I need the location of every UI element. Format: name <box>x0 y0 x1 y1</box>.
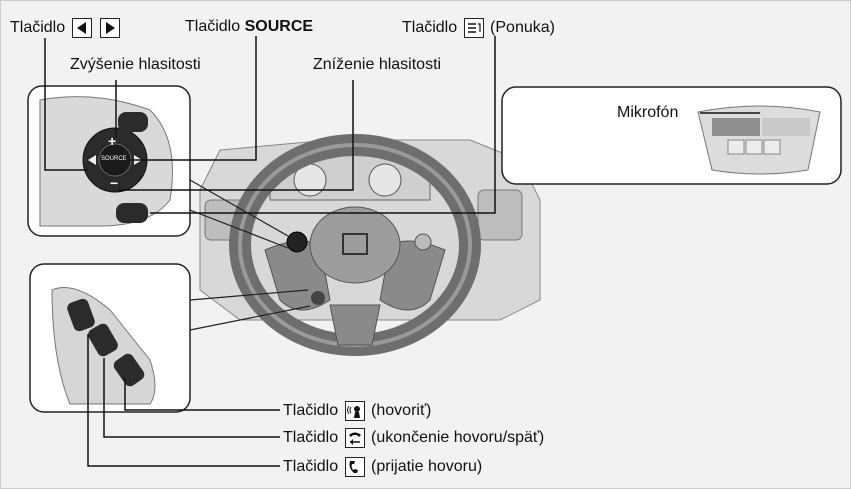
right-triangle-icon <box>100 18 121 38</box>
label-menu: Tlačidlo (Ponuka) <box>402 18 555 38</box>
pick-up-phone-icon <box>344 457 365 477</box>
plus-sign: + <box>108 133 117 149</box>
label-pickup-prefix: Tlačidlo <box>283 458 339 476</box>
label-talk: Tlačidlo (hovoriť) <box>283 401 431 421</box>
label-vol-down: Zníženie hlasitosti <box>313 56 442 73</box>
steering-wheel <box>229 134 481 356</box>
source-button-text: SOURCE <box>101 156 127 162</box>
zoom-panel-bottom-left <box>29 263 191 413</box>
minus-sign: − <box>110 175 119 191</box>
menu-icon <box>463 18 484 38</box>
label-source: Tlačidlo SOURCE <box>185 18 313 36</box>
label-talk-text: (hovoriť) <box>371 402 432 420</box>
label-vol-up: Zvýšenie hlasitosti <box>70 56 201 73</box>
label-talk-prefix: Tlačidlo <box>283 402 339 420</box>
label-menu-ponuka: (Ponuka) <box>490 19 555 37</box>
label-pickup: Tlačidlo (prijatie hovoru) <box>283 457 482 477</box>
label-source-word: SOURCE <box>244 18 314 35</box>
label-pickup-text: (prijatie hovoru) <box>371 458 483 476</box>
label-prev-next: Tlačidlo <box>10 18 122 38</box>
label-microphone: Mikrofón <box>617 104 679 121</box>
label-source-prefix: Tlačidlo <box>185 18 241 35</box>
microphone-panel <box>501 86 842 185</box>
label-hangup-text: (ukončenie hovoru/späť) <box>371 429 545 447</box>
leader-lines <box>44 36 760 467</box>
hang-up-back-icon <box>344 428 365 448</box>
label-prev-next-text: Tlačidlo <box>10 19 66 37</box>
label-hangup-prefix: Tlačidlo <box>283 429 339 447</box>
zoom-panel-top-left <box>27 85 191 237</box>
voice-talk-icon <box>344 401 365 421</box>
left-triangle-icon <box>71 18 92 38</box>
label-hangup: Tlačidlo (ukončenie hovoru/späť) <box>283 428 544 448</box>
label-menu-prefix: Tlačidlo <box>402 19 458 37</box>
honda-logo <box>342 233 368 255</box>
wheel-button-hotspot <box>286 231 308 253</box>
